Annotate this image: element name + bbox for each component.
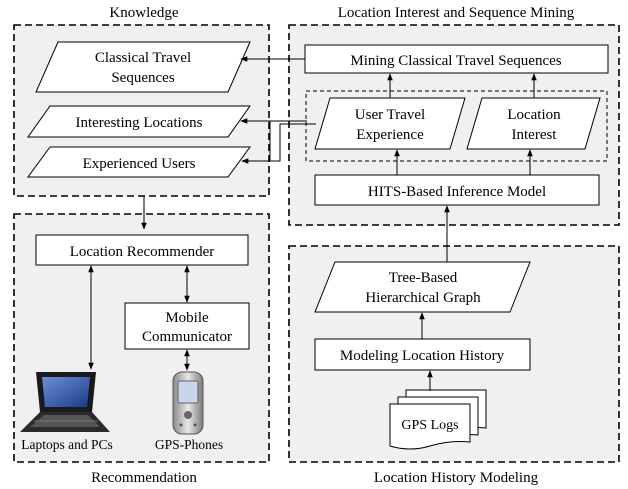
panel-title-mining: Location Interest and Sequence Mining xyxy=(338,5,575,21)
panel-title-recommendation: Recommendation xyxy=(91,470,197,486)
classical-sequences-box xyxy=(35,41,251,93)
location-recommender-box xyxy=(35,234,249,266)
arrow-user-exp-to-experienced xyxy=(241,123,316,164)
panel-title-history: Location History Modeling xyxy=(374,470,539,486)
mining-sequences-box xyxy=(304,44,609,74)
mobile-communicator-label-2: Communicator xyxy=(142,329,232,345)
tree-graph-label-2: Hierarchical Graph xyxy=(365,290,481,306)
inference-results-group xyxy=(305,90,608,162)
laptop-icon xyxy=(20,372,110,432)
user-experience-label-2: Experience xyxy=(356,127,424,143)
experienced-users-label: Experienced Users xyxy=(83,156,196,172)
location-recommender-label: Location Recommender xyxy=(70,244,215,260)
interesting-locations-label: Interesting Locations xyxy=(75,115,202,131)
hits-model-box xyxy=(314,174,600,206)
gps-phones-label: GPS-Phones xyxy=(155,437,223,452)
location-interest-label-1: Location xyxy=(507,107,561,123)
user-experience-box xyxy=(314,97,466,150)
tree-graph-box xyxy=(314,261,531,313)
mobile-communicator-box xyxy=(124,302,250,350)
mining-sequences-label: Mining Classical Travel Sequences xyxy=(350,53,561,69)
gps-logs-document-stack xyxy=(389,389,487,450)
hits-model-label: HITS-Based Inference Model xyxy=(368,184,546,200)
gps-logs-label: GPS Logs xyxy=(401,418,458,433)
classical-sequences-label-2: Sequences xyxy=(111,70,174,86)
classical-sequences-label-1: Classical Travel xyxy=(95,50,191,66)
modeling-history-box xyxy=(314,338,531,371)
modeling-history-label: Modeling Location History xyxy=(340,348,505,364)
experienced-users-box xyxy=(27,146,251,178)
user-experience-label-1: User Travel xyxy=(355,107,425,123)
tree-graph-label-1: Tree-Based xyxy=(389,270,458,286)
panel-title-knowledge: Knowledge xyxy=(109,5,178,21)
location-interest-box xyxy=(466,97,601,150)
interesting-locations-box xyxy=(27,105,251,138)
mobile-communicator-label-1: Mobile xyxy=(165,310,209,326)
gps-phone-icon xyxy=(172,371,204,435)
location-interest-label-2: Interest xyxy=(512,127,558,143)
laptops-label: Laptops and PCs xyxy=(21,437,113,452)
